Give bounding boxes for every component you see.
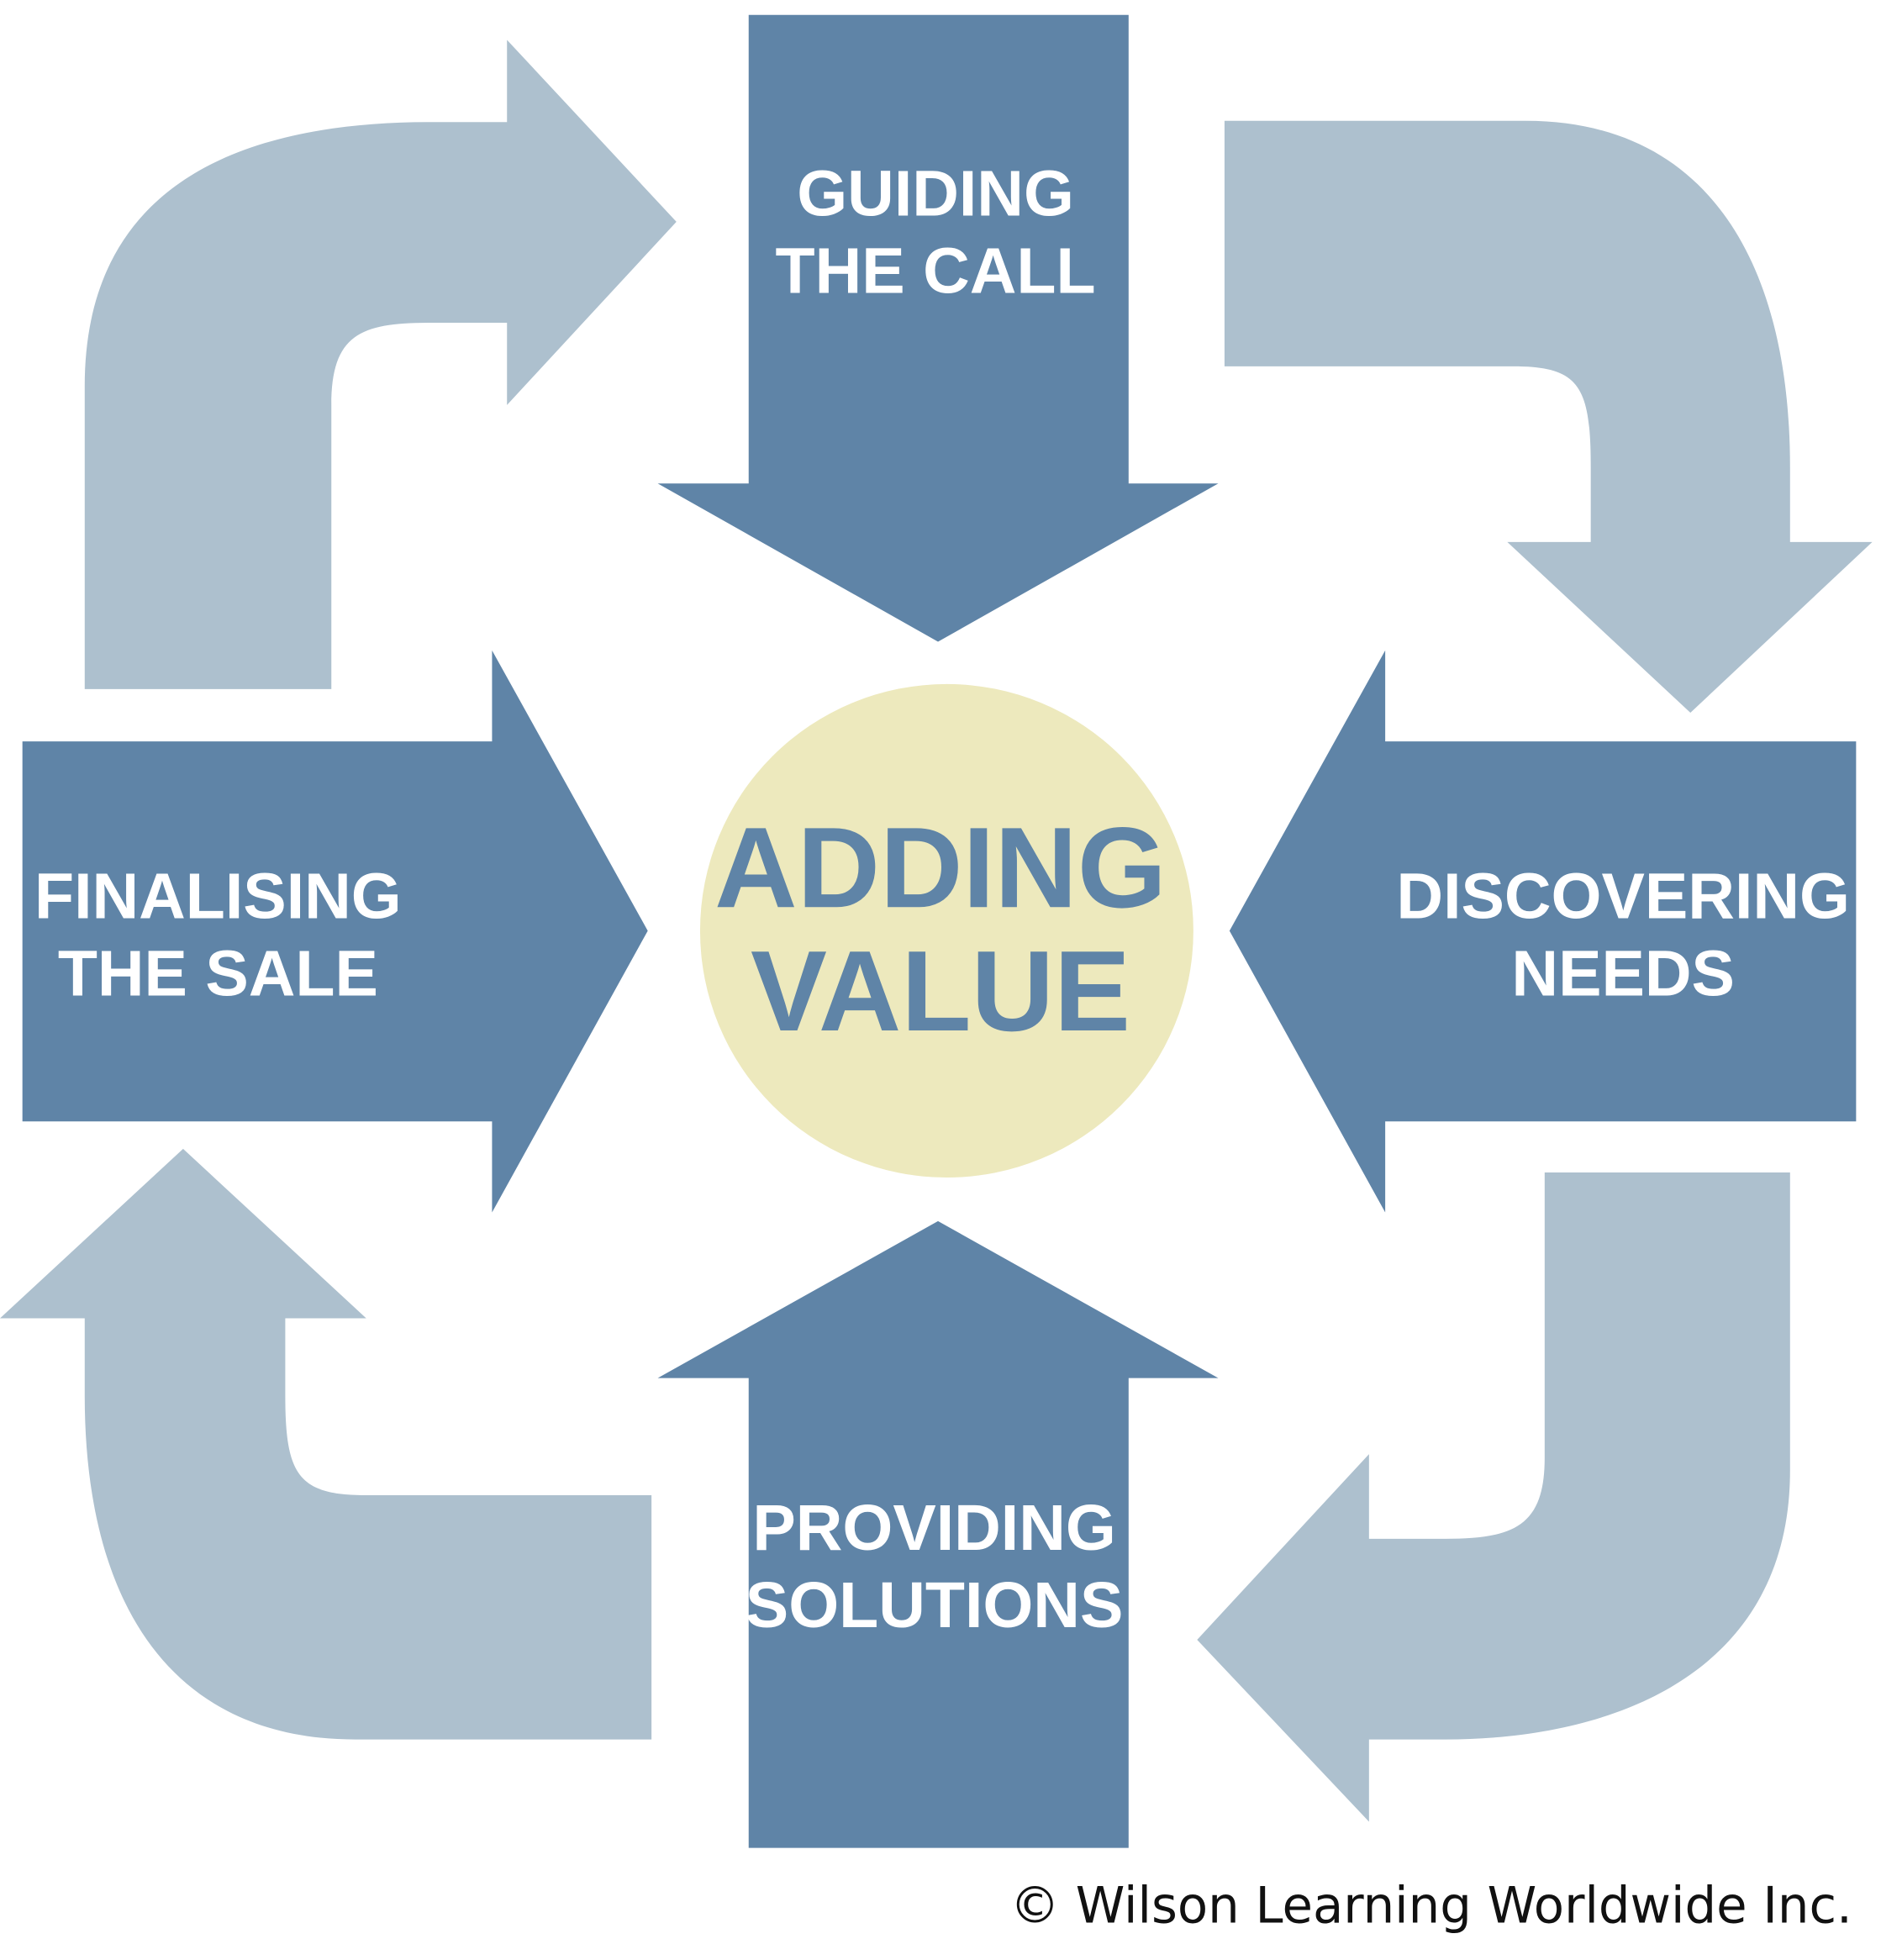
stage-arrow-providing-solutions bbox=[657, 1220, 1219, 1848]
stage-arrows bbox=[22, 14, 1857, 1848]
stage-arrow-discovering-needs bbox=[1229, 650, 1857, 1213]
stage-label-finalising-line1: FINALISING bbox=[34, 861, 402, 933]
stage-label-providing-line1: PROVIDING bbox=[752, 1492, 1116, 1564]
cycle-arrow-top-right bbox=[1224, 120, 1873, 713]
stage-label-finalising-line2: THE SALE bbox=[58, 938, 378, 1010]
stage-label-providing-line2: SOLUTIONS bbox=[746, 1569, 1124, 1641]
stage-arrow-guiding-the-call bbox=[657, 14, 1219, 642]
stage-label-discovering-line1: DISCOVERING bbox=[1396, 861, 1850, 933]
cycle-arrow-bottom-right bbox=[1197, 1172, 1790, 1822]
stage-label-discovering-line2: NEEDS bbox=[1511, 938, 1735, 1010]
center-circle bbox=[699, 683, 1193, 1178]
cycle-arrow-top-left bbox=[84, 40, 677, 689]
center-label-line1: ADDING bbox=[714, 803, 1167, 931]
cycle-arrow-bottom-left bbox=[0, 1148, 652, 1740]
center-label-line2: VALUE bbox=[751, 927, 1130, 1055]
cycle-arrows bbox=[0, 40, 1873, 1822]
stage-label-guiding-line1: GUIDING bbox=[797, 157, 1074, 229]
stage-arrow-finalising-the-sale bbox=[22, 650, 648, 1213]
stage-label-guiding-line2: THE CALL bbox=[776, 234, 1096, 307]
copyright-notice: © Wilson Learning Worldwide Inc. bbox=[1010, 1877, 1852, 1935]
